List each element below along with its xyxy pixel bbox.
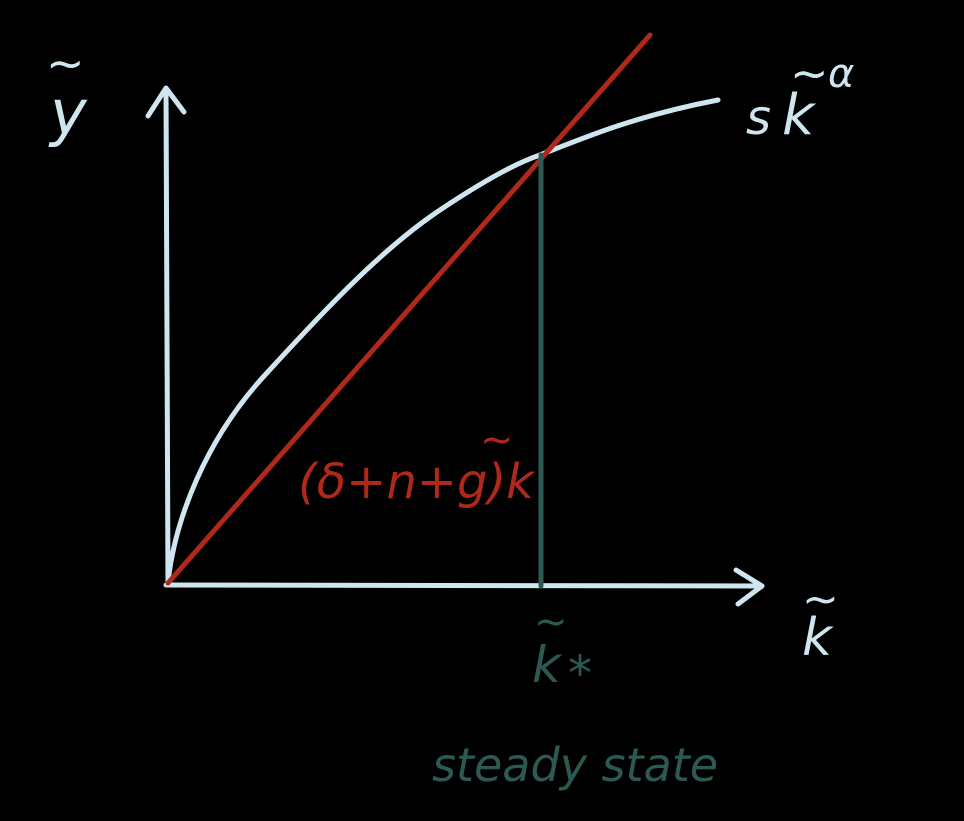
x-axis-arrowhead	[733, 567, 765, 607]
curve-label-exponent: α	[828, 51, 855, 97]
y-axis-tilde: ~	[46, 36, 85, 90]
y-axis	[163, 87, 171, 588]
x-axis	[163, 582, 765, 589]
curve-label-tilde: ~	[790, 46, 829, 100]
y-axis-label: y	[50, 76, 87, 149]
curve-label-k: k	[782, 83, 815, 148]
y-axis-arrowhead	[145, 85, 187, 119]
steady-k-tilde: ~	[534, 599, 568, 645]
x-axis-label: k	[802, 608, 833, 668]
curve-label-s: s	[746, 90, 772, 146]
break-even-line	[165, 32, 653, 586]
x-axis-tilde: ~	[802, 574, 839, 625]
break-even-label-tilde: ~	[480, 417, 514, 463]
steady-state-caption: steady state	[432, 738, 719, 792]
steady-k-star: *	[568, 646, 592, 702]
break-even-label: (δ+n+g)k	[298, 454, 534, 510]
savings-curve	[165, 97, 721, 585]
steady-k-label: k	[532, 636, 561, 694]
